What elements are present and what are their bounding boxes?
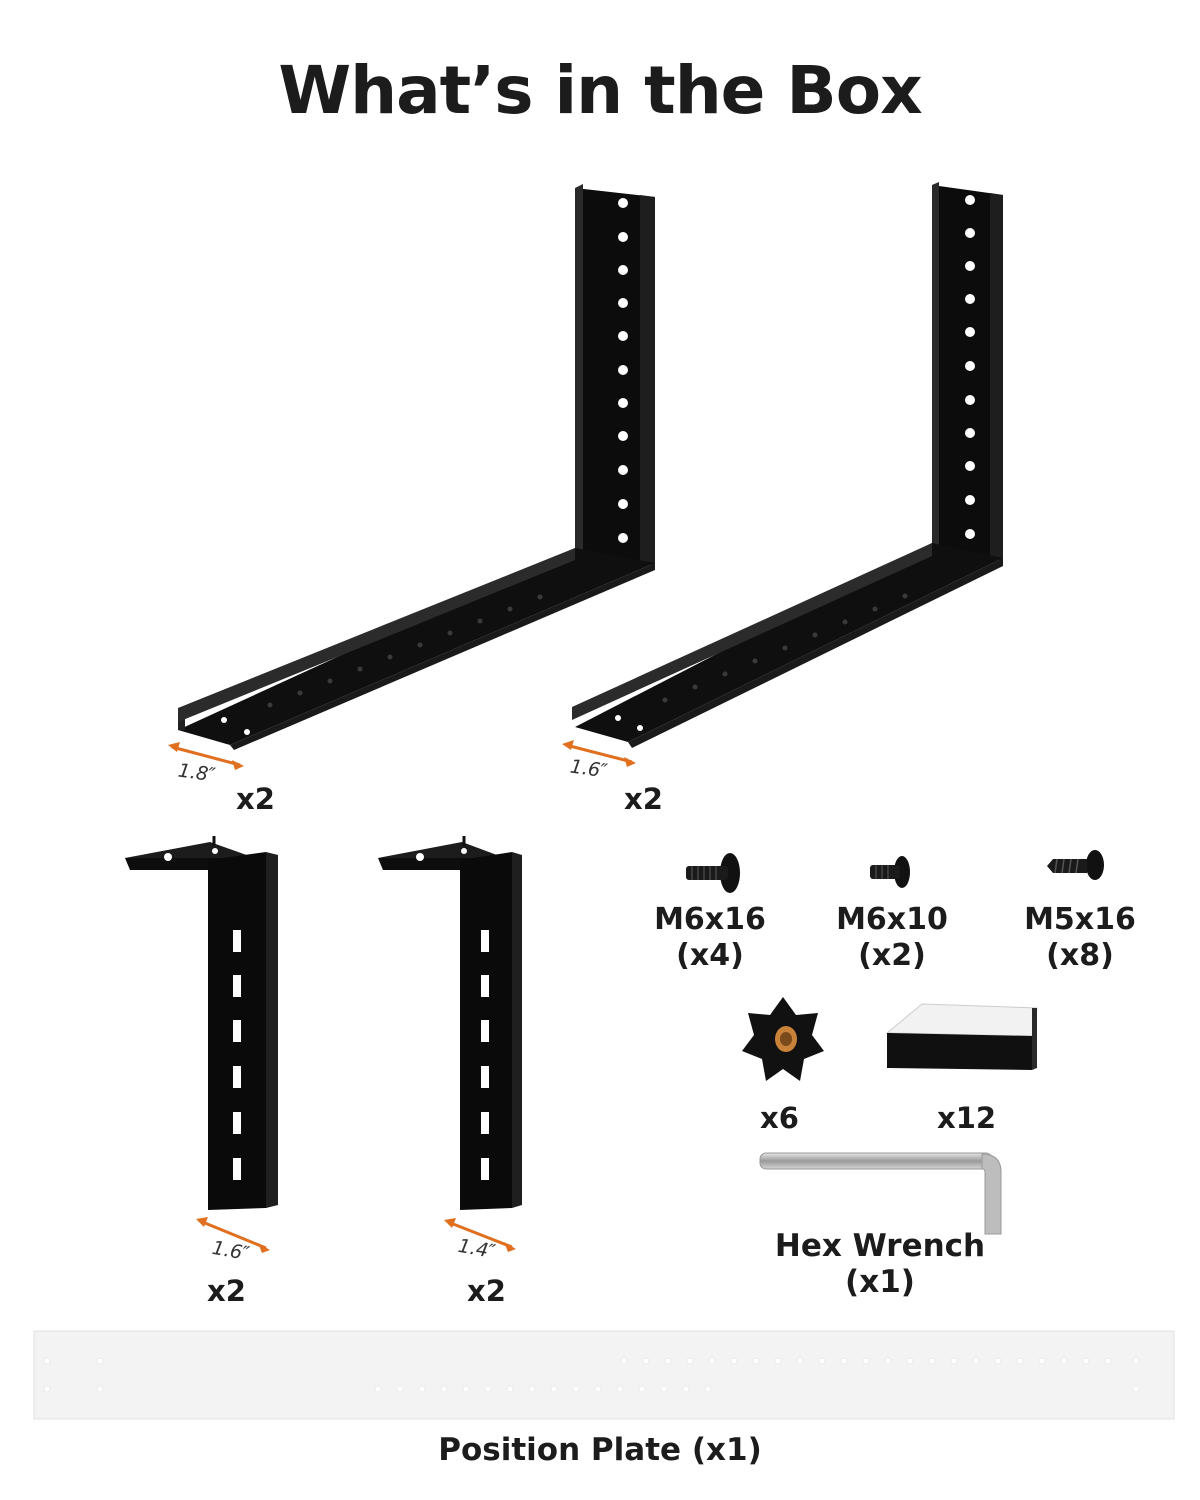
position-plate-label: Position Plate (x1)	[438, 1432, 762, 1468]
bracket-2-qty: x2	[624, 782, 663, 816]
page-title: What’s in the Box	[278, 52, 922, 129]
bracket-2-width: 1.6″	[568, 755, 609, 783]
vertical-bracket-2-qty: x2	[467, 1274, 506, 1308]
hex-wrench-qty: (x1)	[845, 1264, 915, 1300]
pads-qty: x12	[937, 1101, 997, 1135]
screw-m5x16-qty: (x8)	[1046, 938, 1114, 973]
hex-wrench-icon	[759, 1152, 1002, 1235]
bracket-1-qty: x2	[236, 782, 275, 816]
position-plate-image	[33, 1330, 1175, 1420]
self-tapping-screw-icon	[1047, 850, 1104, 880]
screw-m6x10-label: M6x10 (x2)	[822, 902, 962, 974]
screw-m6x10-name: M6x10	[836, 902, 948, 937]
hex-wrench-label: Hex Wrench (x1)	[760, 1228, 1000, 1300]
screw-icon	[870, 856, 910, 888]
bracket-1-width: 1.8″	[176, 759, 217, 787]
screw-m5x16-label: M5x16 (x8)	[1010, 902, 1150, 974]
screw-m6x10-qty: (x2)	[858, 938, 926, 973]
star-knob-icon	[742, 997, 824, 1081]
adhesive-pad-icon	[885, 1003, 1038, 1070]
screw-icon	[686, 853, 740, 893]
screw-m5x16-name: M5x16	[1024, 902, 1136, 937]
vertical-bracket-1-qty: x2	[207, 1274, 246, 1308]
screw-m6x16-label: M6x16 (x4)	[640, 902, 780, 974]
vertical-bracket-1-width: 1.6″	[210, 1236, 251, 1266]
screw-m6x16-name: M6x16	[654, 902, 766, 937]
hex-wrench-name: Hex Wrench	[774, 1228, 986, 1264]
knob-qty: x6	[760, 1101, 799, 1135]
vertical-bracket-2-width: 1.4″	[456, 1234, 497, 1264]
screw-m6x16-qty: (x4)	[676, 938, 744, 973]
